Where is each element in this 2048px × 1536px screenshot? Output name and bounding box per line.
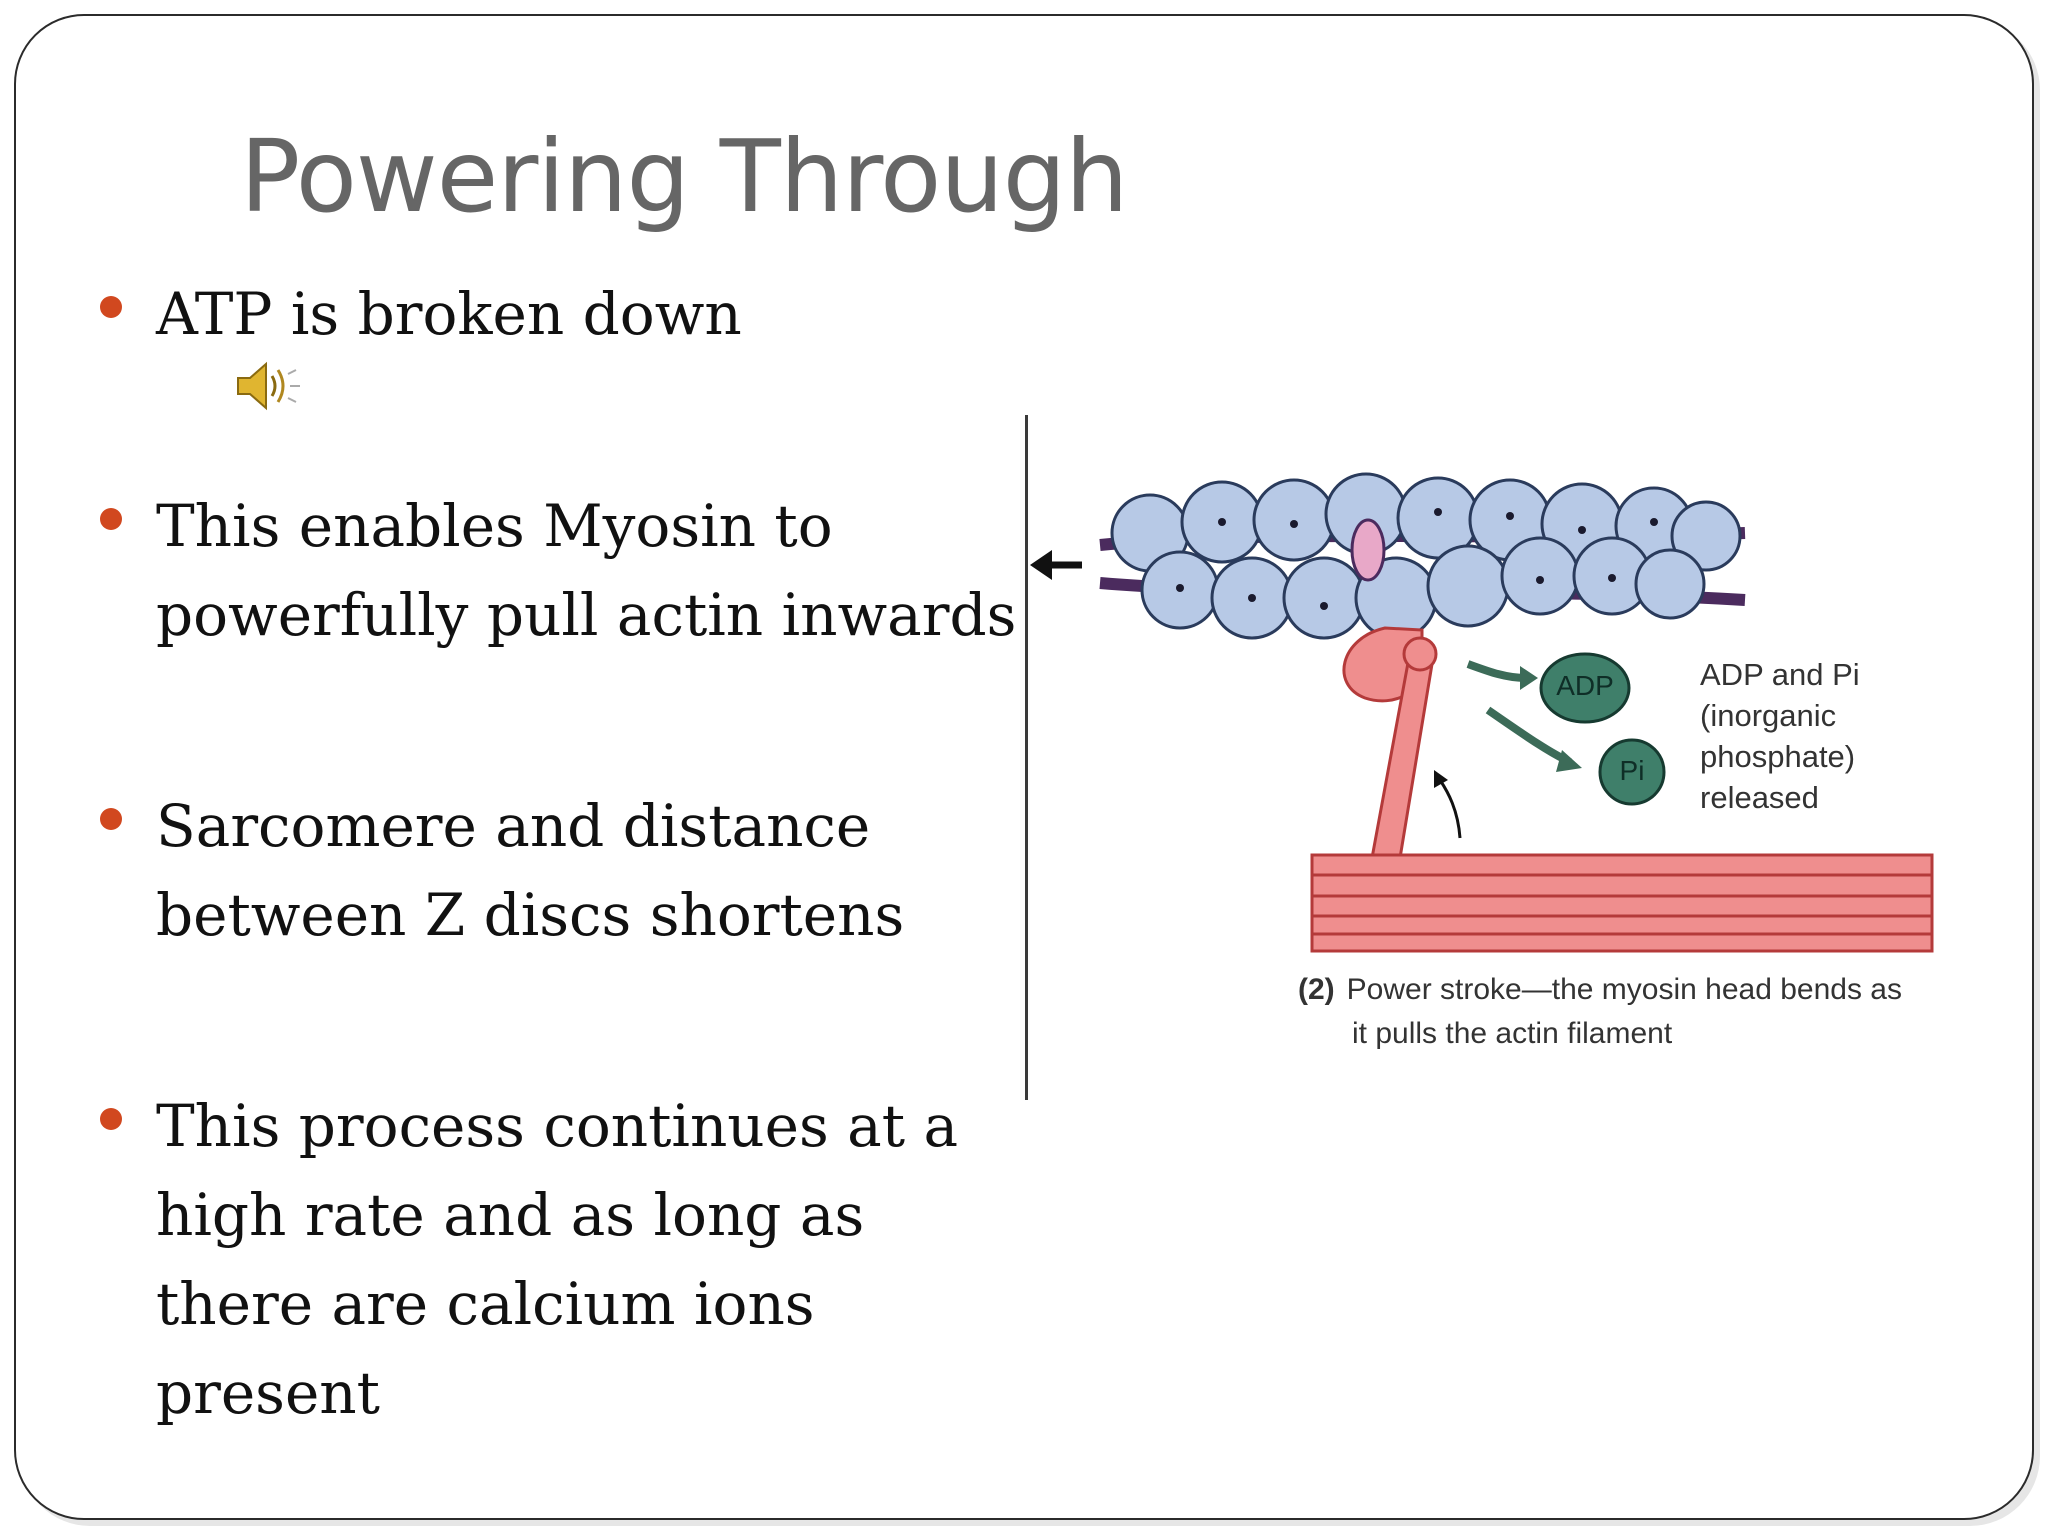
released-line: ADP and Pi [1700,657,1860,692]
bullet-3: Sarcomere and distance between Z discs s… [100,782,1020,960]
bullet-dot [100,808,122,830]
bullet-dot [100,1108,122,1130]
released-line: phosphate) [1700,739,1856,774]
bullet-text: This process continues at a high rate an… [156,1092,959,1427]
caption-number: (2) [1298,973,1335,1006]
speaker-icon[interactable] [232,356,302,416]
bullet-1: ATP is broken down [100,270,1020,359]
bullet-text: Sarcomere and distance between Z discs s… [156,792,905,949]
bullet-4: This process continues at a high rate an… [100,1082,1020,1438]
pi-badge [1598,738,1666,806]
left-arrow-icon [1030,550,1082,580]
slide-frame [14,14,2034,1520]
released-line: (inorganic [1700,698,1837,733]
caption-line: Power stroke—the myosin head bends as [1346,973,1902,1006]
adp-badge [1539,652,1631,724]
pi-label: Pi [1619,755,1645,786]
bullet-dot [100,296,122,318]
myosin-head [1342,626,1438,860]
bullet-text: ATP is broken down [156,280,742,348]
bullet-text: This enables Myosin to powerfully pull a… [156,492,1017,649]
caption-line: it pulls the actin filament [1352,1017,1673,1050]
z-disc-line [1025,415,1028,1100]
bullet-2: This enables Myosin to powerfully pull a… [100,482,1020,660]
released-line: released [1700,780,1819,815]
slide-title: Powering Through [240,118,1129,235]
bullet-dot [100,508,122,530]
released-note: ADP and Pi (inorganic phosphate) release… [1700,654,1860,818]
power-stroke-figure: ADP Pi ADP and Pi (inorganic phosphate) … [1030,400,1950,1080]
power-stroke-diagram [1030,472,1934,953]
figure-caption: (2) Power stroke—the myosin head bends as… [1298,968,1902,1056]
actin-filament [1110,472,1742,640]
adp-label: ADP [1556,670,1614,701]
